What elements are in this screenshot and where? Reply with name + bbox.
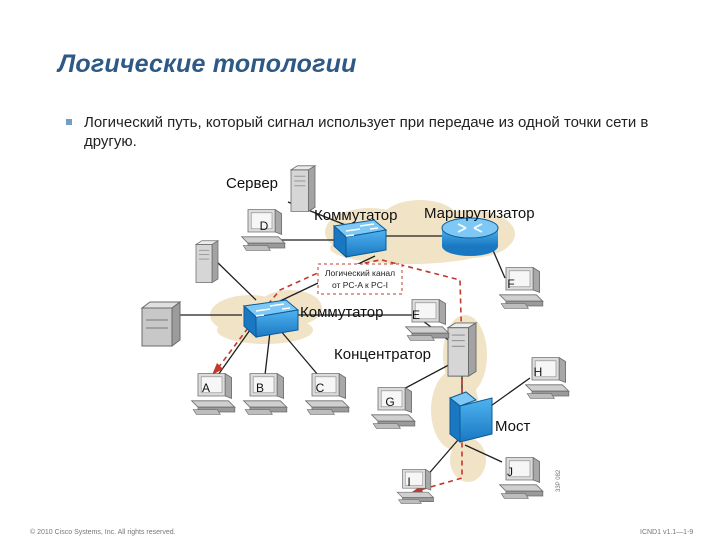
- pc-d: D: [241, 209, 286, 251]
- pc-f: F: [499, 267, 544, 309]
- pc-f-label: F: [507, 277, 514, 291]
- pc-h: H: [525, 357, 570, 399]
- switch-left-label: Коммутатор: [300, 304, 383, 321]
- pc-c: C: [305, 373, 350, 415]
- switch-left: [242, 299, 300, 339]
- pc-b-label: B: [256, 381, 264, 395]
- switch-top-label: Коммутатор: [314, 207, 397, 224]
- server-tower: [290, 165, 316, 212]
- logical-channel-label-1: Логический канал: [325, 268, 395, 278]
- hub-tower: [447, 322, 477, 377]
- tower-left: [195, 240, 219, 283]
- path-arrow-a: [212, 363, 223, 375]
- slide-title: Логические топологии: [58, 50, 357, 78]
- pc-i-label: I: [407, 475, 410, 489]
- footer-course-id: ICND1 v1.1—1-9: [640, 529, 694, 536]
- top-band: [0, 0, 720, 18]
- pc-b: B: [243, 373, 288, 415]
- switch-top: [332, 219, 388, 259]
- pc-i: I: [396, 468, 434, 505]
- pc-d-label: D: [260, 219, 269, 233]
- pc-j: J: [499, 457, 544, 499]
- bullet-text: Логический путь, который сигнал использу…: [84, 114, 649, 150]
- pc-j-label: J: [507, 465, 513, 479]
- pc-a-label: A: [202, 381, 210, 395]
- footer-copyright: © 2010 Cisco Systems, Inc. All rights re…: [30, 529, 176, 536]
- bullet-marker: [66, 119, 72, 125]
- figure-id: 33P 082: [556, 469, 562, 492]
- logical-channel-label-2: от PC-A к PC-I: [332, 280, 388, 290]
- logical-channel-box: [317, 263, 403, 295]
- hub-label: Концентратор: [334, 346, 431, 363]
- router-label: Маршрутизатор: [424, 205, 535, 222]
- pc-c-label: C: [316, 381, 325, 395]
- pc-h-label: H: [534, 365, 543, 379]
- pc-a: A: [191, 373, 236, 415]
- server-label: Сервер: [226, 175, 278, 192]
- pc-e-label: E: [412, 308, 420, 322]
- router: [441, 217, 499, 256]
- printer: [140, 301, 182, 347]
- pc-g: G: [371, 387, 416, 429]
- pc-e: E: [405, 299, 450, 341]
- network-diagram: Логический канал от PC-A к PC-I Сервер К…: [140, 165, 570, 505]
- bridge: [449, 391, 493, 444]
- bridge-label: Мост: [495, 418, 531, 435]
- pc-g-label: G: [385, 395, 394, 409]
